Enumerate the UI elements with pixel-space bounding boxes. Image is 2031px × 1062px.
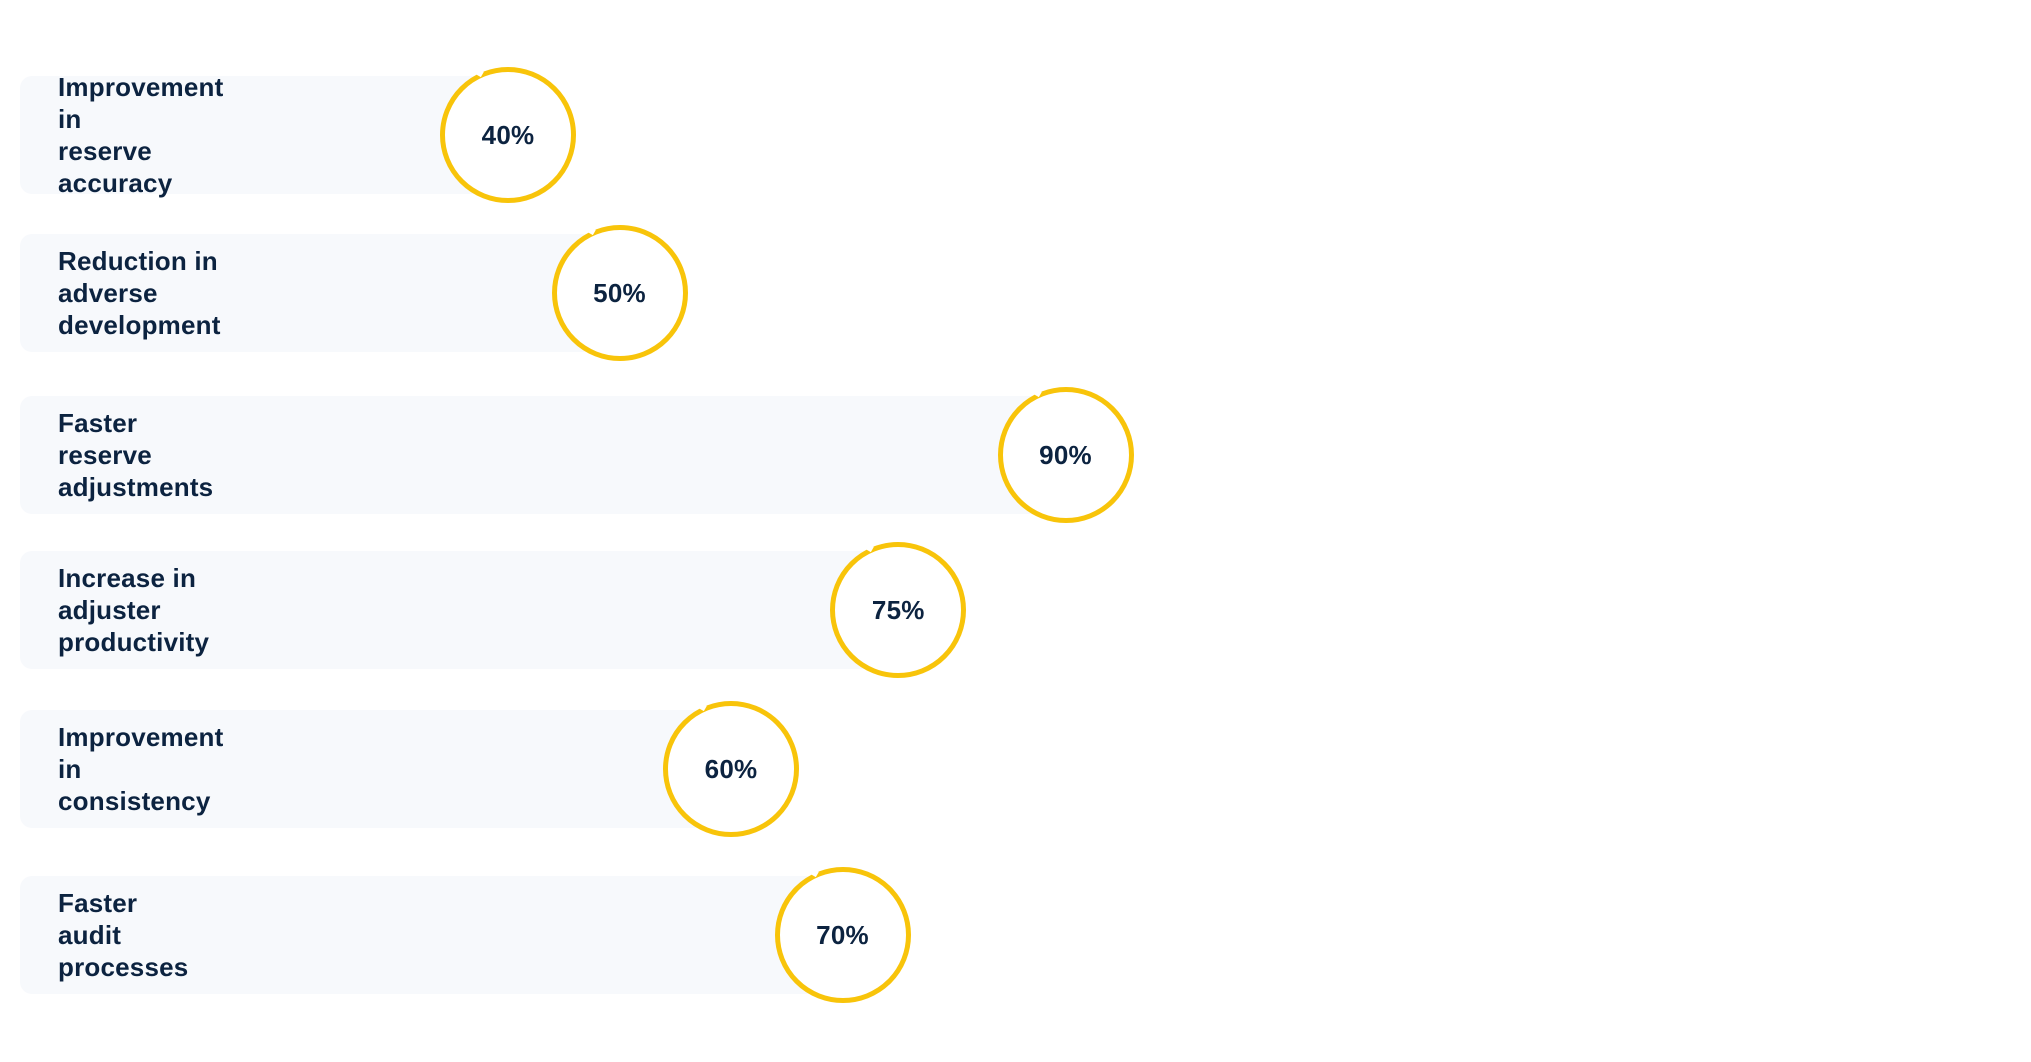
bar [20, 396, 1066, 514]
bar [20, 876, 843, 994]
ring-gap [472, 66, 484, 78]
value-label: 70% [816, 919, 869, 950]
ring-gap [1099, 517, 1112, 529]
category-label: Improvement in reserve accuracy [58, 72, 224, 198]
category-label: Faster audit processes [58, 888, 189, 982]
ring-gap [542, 197, 554, 209]
value-badge: 40% [440, 66, 576, 209]
ring-gap [876, 997, 889, 1009]
bar [20, 234, 620, 352]
category-label: Faster reserve adjustments [58, 408, 214, 502]
value-label: 90% [1039, 439, 1092, 470]
value-label: 60% [704, 753, 758, 784]
ring-gap [765, 831, 777, 843]
bar [20, 76, 508, 194]
ring-gap [695, 700, 707, 712]
ring-gap [583, 224, 596, 236]
value-badge: 70% [774, 866, 911, 1009]
value-label: 50% [593, 277, 646, 308]
ring-gap [806, 866, 819, 878]
ring-gap [653, 355, 666, 367]
ring-gap [1029, 386, 1042, 398]
bar [20, 551, 899, 669]
value-label: 40% [481, 119, 535, 150]
value-badge: 60% [663, 700, 799, 843]
category-label: Reduction in adverse development [58, 246, 221, 340]
category-label: Improvement in consistency [58, 722, 224, 816]
ring-gap [932, 672, 945, 684]
value-badge: 90% [997, 386, 1134, 529]
value-badge: 75% [830, 541, 967, 684]
category-label: Increase in adjuster productivity [58, 563, 210, 657]
bar [20, 710, 731, 828]
value-badge: 50% [551, 224, 688, 367]
ring-gap [862, 541, 875, 553]
value-label: 75% [871, 594, 925, 625]
